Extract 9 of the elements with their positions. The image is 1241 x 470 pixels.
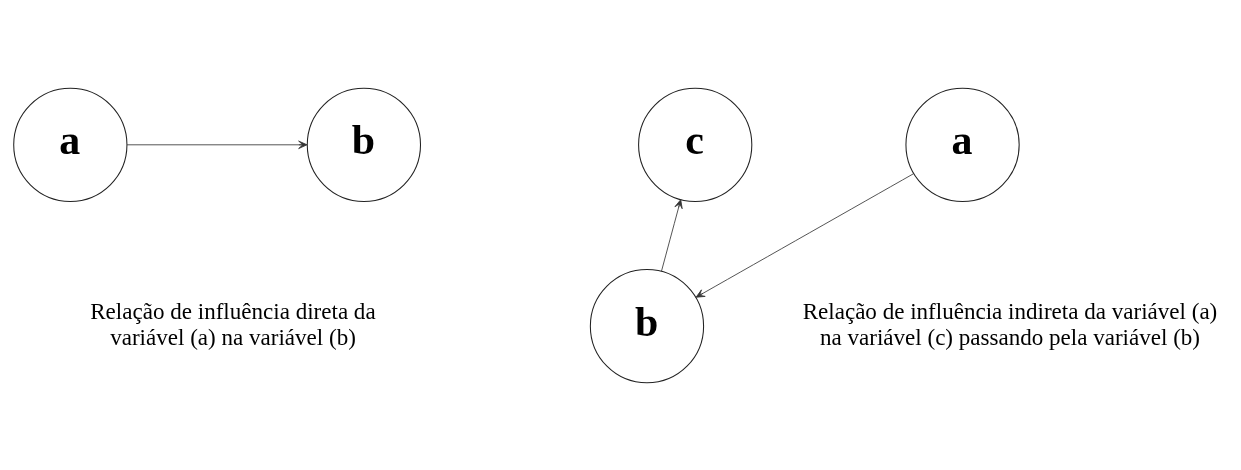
arrow: [126, 140, 308, 149]
arrow: [661, 198, 683, 272]
label: Relação de influência direta da variável (a) na variável (b): [90, 297, 376, 350]
label: Relação de influência indireta da variável (a) na variável (c) passando pela variável (b): [802, 297, 1218, 350]
arrow: [695, 172, 914, 298]
node-circle: b: [306, 87, 422, 202]
node-circle: a: [13, 87, 128, 202]
node-circle: c: [638, 87, 753, 202]
node-circle: a: [905, 87, 1020, 202]
